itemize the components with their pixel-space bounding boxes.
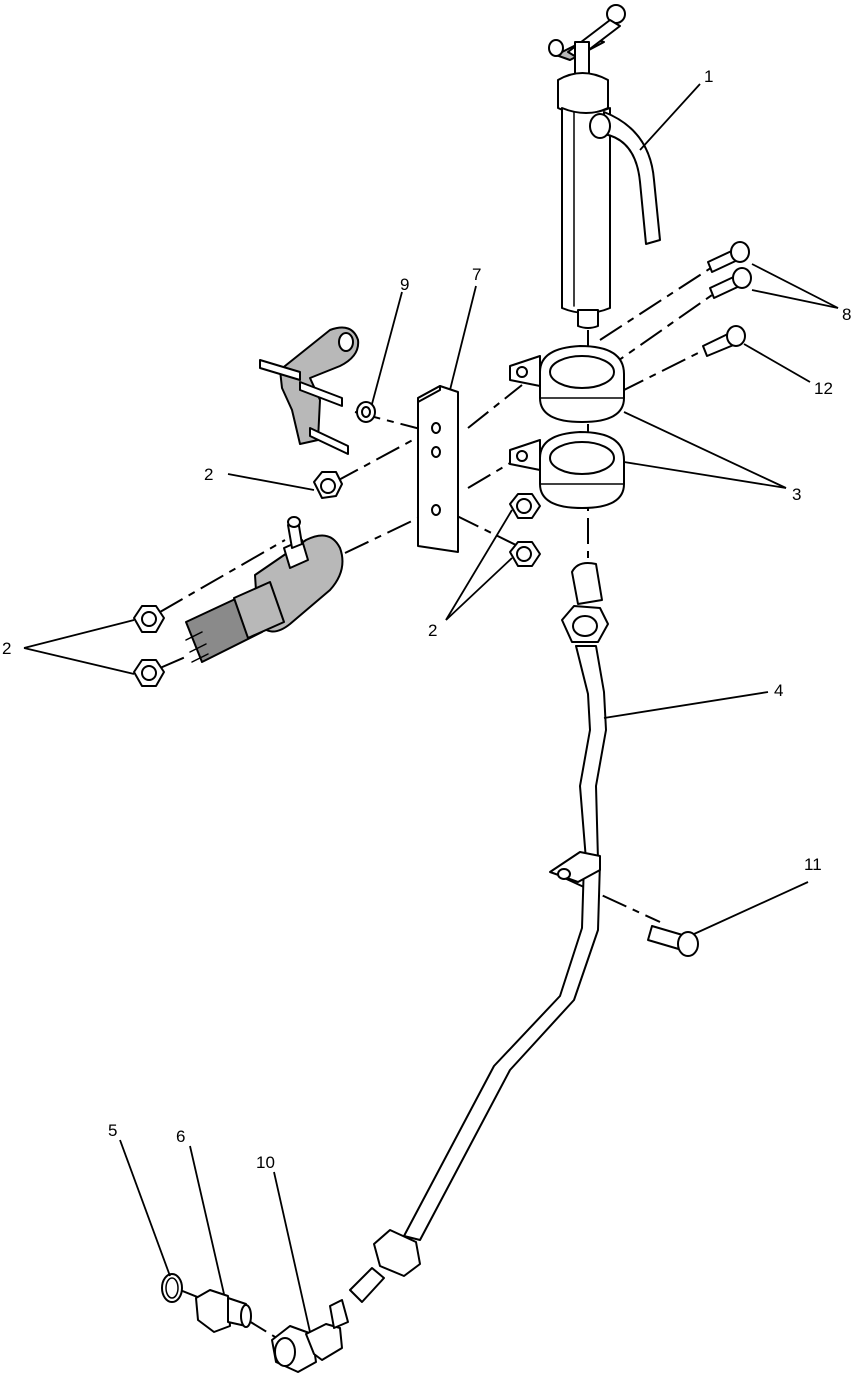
callout-labels: 1 8 12 3 7 9 2 2 2 4 11 5 6 10: [2, 67, 851, 1172]
bolt-pair: [707, 241, 752, 299]
callout-1: 1: [704, 67, 713, 86]
callout-2-bracket: 2: [204, 465, 213, 484]
callout-2-right: 2: [428, 621, 437, 640]
callout-leaders: [23, 83, 839, 1333]
nut-right-upper: [509, 493, 541, 519]
callout-8: 8: [842, 305, 851, 324]
adapter-fitting: [195, 1289, 252, 1333]
hand-pump: [548, 4, 661, 329]
nut-right-lower: [509, 541, 541, 567]
callout-4: 4: [774, 681, 783, 700]
clamp-upper: [509, 345, 625, 423]
fuel-pipe: [349, 562, 609, 1303]
callout-11: 11: [804, 855, 822, 874]
callout-10: 10: [256, 1153, 275, 1172]
bracket-plate: [417, 385, 459, 553]
pipe-clip: [549, 851, 601, 883]
callout-3: 3: [792, 485, 801, 504]
callout-5: 5: [108, 1121, 117, 1140]
o-ring: [161, 1273, 183, 1303]
elbow-fitting: [271, 1299, 349, 1373]
callout-2-sensor: 2: [2, 639, 11, 658]
clamp-lower: [509, 431, 625, 509]
callout-12: 12: [814, 379, 833, 398]
stud-bracket: [259, 326, 360, 455]
bolt-single: [702, 325, 746, 357]
sensor-unit: [185, 516, 344, 663]
bolt-clip: [647, 925, 699, 957]
washer: [356, 401, 376, 423]
nut-sensor-lower: [133, 659, 165, 687]
callout-6: 6: [176, 1127, 185, 1146]
callout-7: 7: [472, 265, 481, 284]
nut-sensor-upper: [133, 605, 165, 633]
callout-9: 9: [400, 275, 409, 294]
nut-left-bracket: [313, 471, 343, 499]
